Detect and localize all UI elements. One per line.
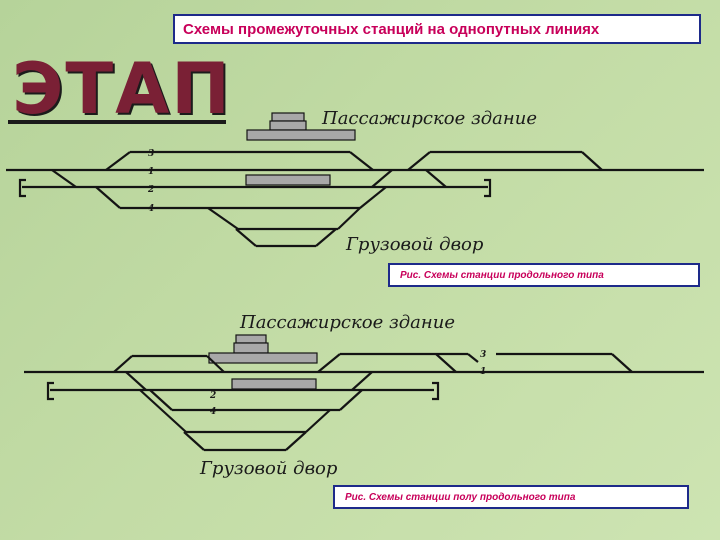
freight-yard-label-1: Грузовой двор	[345, 234, 484, 255]
track-layout-1	[6, 150, 704, 248]
track-number: 4	[210, 407, 216, 417]
diagram-semi-longitudinal: Пассажирское здание Грузовой двор 3 1 2 …	[24, 312, 704, 479]
passenger-building-label-1: Пассажирское здание	[321, 108, 537, 129]
track-number: 1	[148, 167, 154, 177]
stage-underline	[8, 120, 226, 124]
track-layout-2	[24, 352, 704, 452]
platform-2	[231, 378, 317, 390]
slide-title: Схемы промежуточных станций на однопутны…	[173, 14, 701, 44]
passenger-building-label-2: Пассажирское здание	[239, 312, 455, 333]
figure-caption-longitudinal: Рис. Схемы станции продольного типа	[388, 263, 700, 287]
stage-label: ЭТАП	[12, 48, 232, 130]
diagram-longitudinal: Пассажирское здание Грузовой двор 3 1 2 …	[6, 108, 704, 255]
freight-yard-label-2: Грузовой двор	[199, 458, 338, 479]
track-number: 3	[148, 149, 154, 159]
passenger-building-1	[246, 112, 356, 141]
track-number: 2	[209, 391, 216, 401]
passenger-building-2	[208, 334, 318, 364]
track-number: 2	[147, 185, 154, 195]
platform-1	[245, 174, 331, 186]
figure-caption-semi-longitudinal: Рис. Схемы станции полу продольного типа	[333, 485, 689, 509]
track-number: 3	[480, 350, 486, 360]
